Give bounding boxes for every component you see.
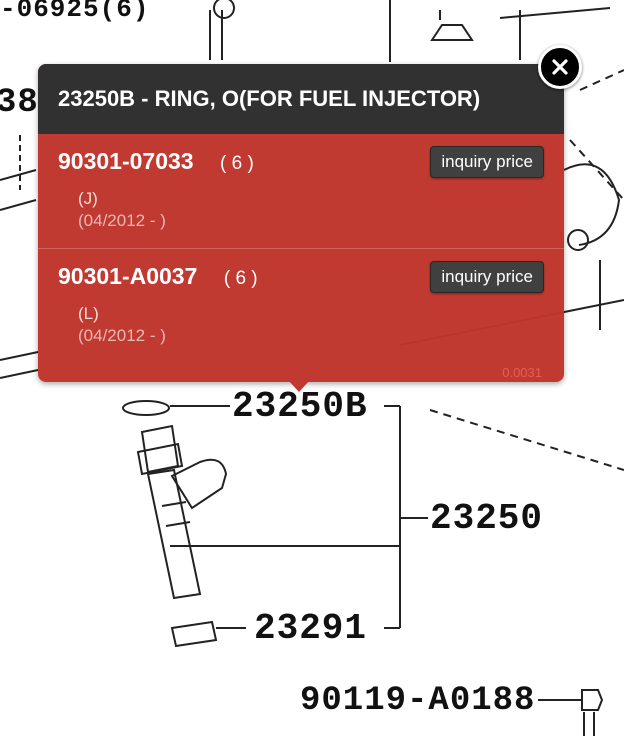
part-code: (J) <box>78 189 98 208</box>
popup-pointer <box>288 380 310 392</box>
inquiry-price-button[interactable]: inquiry price <box>430 261 544 293</box>
diagram-label-ring[interactable]: 23250B <box>232 386 368 427</box>
part-number[interactable]: 90301-07033 <box>58 148 194 174</box>
diagram-label-left: 38 <box>0 84 39 122</box>
close-icon <box>552 59 568 75</box>
part-popup: 23250B - RING, O(FOR FUEL INJECTOR) 9030… <box>38 64 564 392</box>
part-row: 90301-07033 ( 6 ) (J) (04/2012 - ) inqui… <box>38 134 564 248</box>
popup-title: 23250B - RING, O(FOR FUEL INJECTOR) <box>38 64 564 134</box>
part-code: (L) <box>78 304 99 323</box>
part-date-range: (04/2012 - ) <box>78 211 166 230</box>
diagram-label-insulator[interactable]: 23291 <box>254 608 368 649</box>
diagram-label-top: -06925(6) <box>0 0 150 24</box>
diagram-label-injector[interactable]: 23250 <box>430 498 544 539</box>
part-quantity: ( 6 ) <box>223 268 258 289</box>
inquiry-price-button[interactable]: inquiry price <box>430 146 544 178</box>
part-date-range: (04/2012 - ) <box>78 326 166 345</box>
diagram-label-bolt[interactable]: 90119-A0188 <box>300 682 536 720</box>
part-quantity: ( 6 ) <box>220 153 254 174</box>
part-number[interactable]: 90301-A0037 <box>58 263 198 289</box>
popup-footer-code: 0.0031 <box>502 365 542 380</box>
part-row: 90301-A0037 ( 6 ) (L) (04/2012 - ) inqui… <box>38 248 564 362</box>
close-button[interactable] <box>538 45 582 89</box>
